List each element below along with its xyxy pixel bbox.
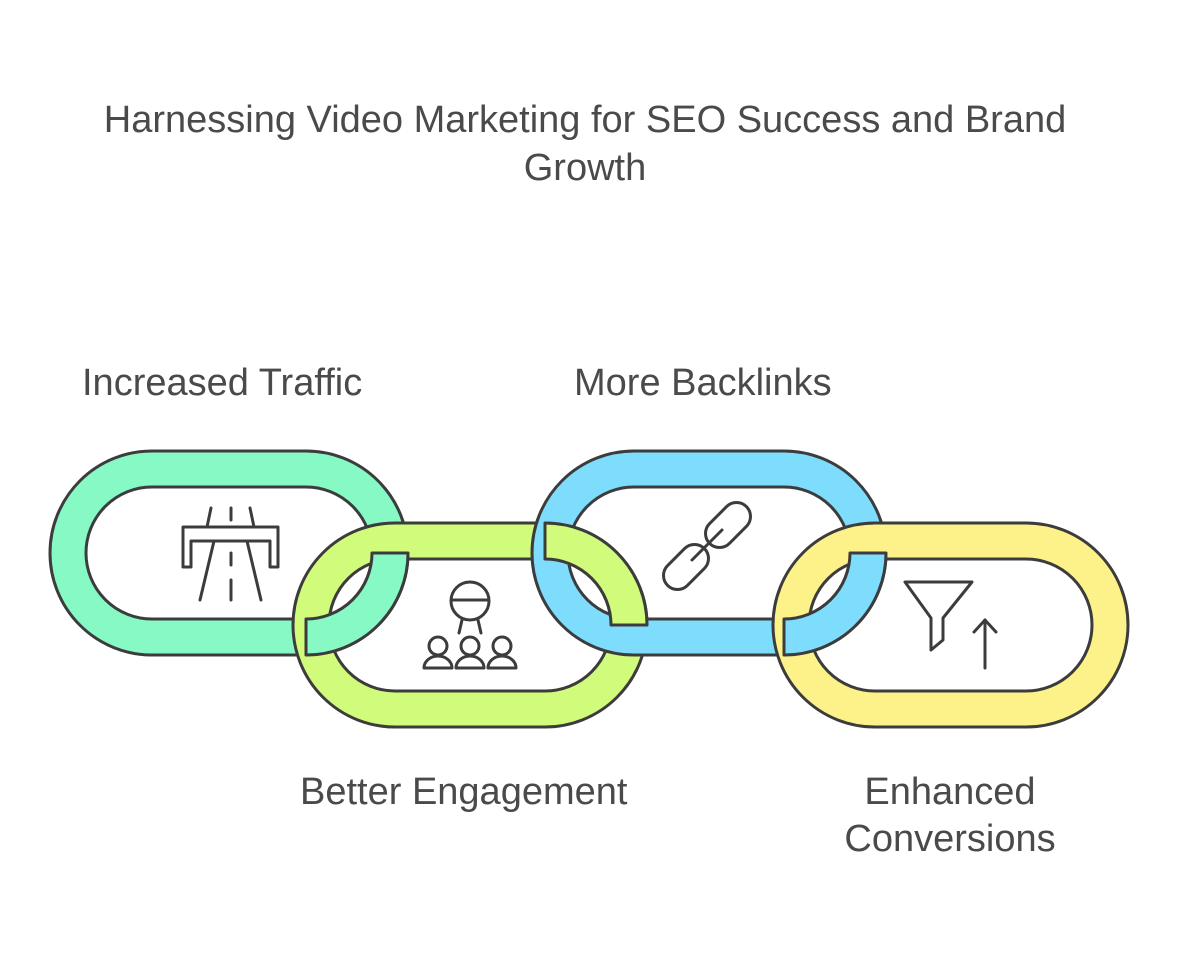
chain-link-0-overlap — [304, 551, 410, 657]
funnel-up-icon — [903, 580, 998, 670]
diagram-title: Harnessing Video Marketing for SEO Succe… — [103, 99, 1067, 189]
label-better-engagement: Better Engagement — [300, 771, 628, 813]
highway-icon — [181, 506, 280, 602]
label-enhanced-conversions: Enhanced Conversions — [844, 771, 1056, 860]
chain-link-3-ring — [771, 521, 1130, 729]
label-increased-traffic: Increased Traffic — [82, 362, 363, 404]
audience-icon — [422, 580, 518, 670]
chain-link-2-overlap — [782, 551, 888, 657]
chain-link-enhanced-conversions — [771, 521, 1130, 729]
chain-link-icon — [662, 501, 752, 591]
label-more-backlinks: More Backlinks — [574, 362, 832, 404]
chain-link-1-overlap — [543, 521, 649, 627]
